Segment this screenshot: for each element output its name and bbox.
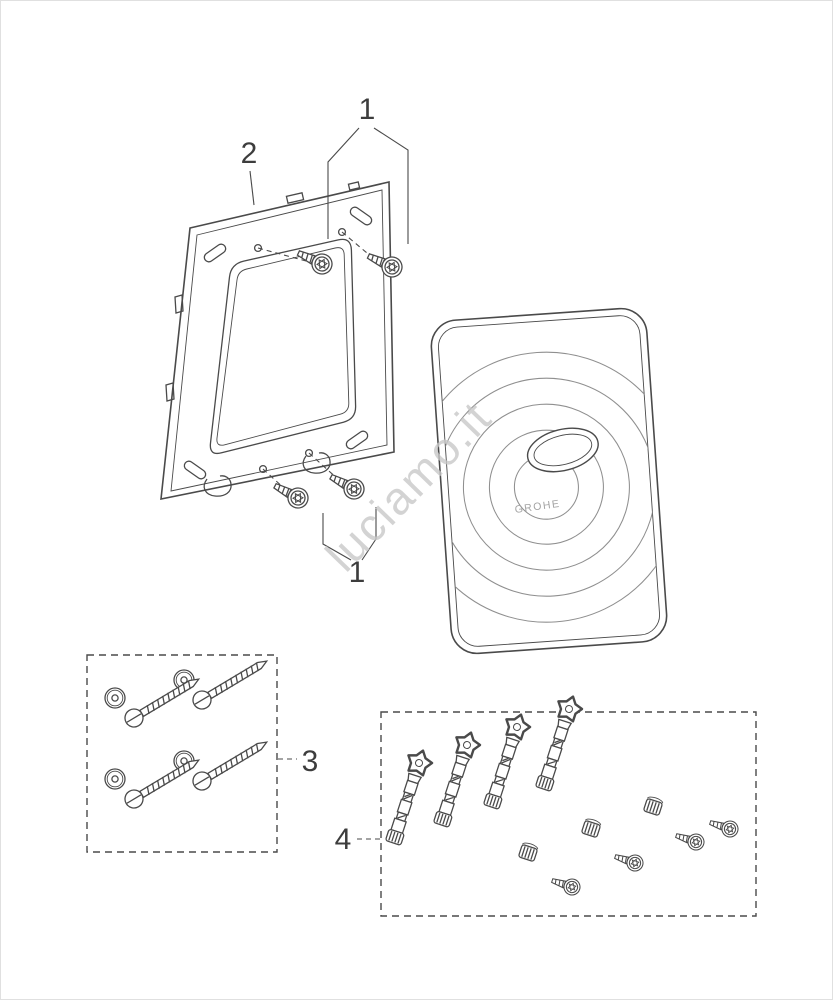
frame-screw-hole bbox=[337, 227, 347, 237]
parts-box-3-border bbox=[86, 654, 278, 853]
knurl-cap bbox=[642, 794, 665, 817]
callout-3-label: 3 bbox=[302, 745, 319, 778]
anchor-bolt bbox=[478, 709, 535, 812]
parts-box-3 bbox=[86, 652, 297, 853]
callout-1-top-label: 1 bbox=[359, 93, 376, 126]
frame-slot bbox=[203, 243, 227, 263]
frame-slot bbox=[349, 206, 373, 226]
flush-plate-inner-outline bbox=[437, 315, 661, 647]
frame-window-inner bbox=[216, 247, 350, 446]
spring-clip bbox=[302, 452, 331, 474]
spring-clip bbox=[203, 475, 232, 497]
frame-screw bbox=[269, 476, 313, 513]
long-screw bbox=[121, 670, 205, 731]
mounting-frame bbox=[160, 180, 395, 500]
callout-1-bottom-line bbox=[361, 507, 377, 561]
washer bbox=[104, 687, 126, 709]
callout-1-bottom-line bbox=[322, 513, 352, 561]
long-screw bbox=[189, 652, 273, 713]
parts-box-4 bbox=[357, 691, 757, 917]
small-screw bbox=[612, 848, 646, 874]
flush-plate: GROHE bbox=[430, 307, 668, 655]
frame-screw-hole bbox=[304, 448, 314, 458]
frame-screw-hole bbox=[258, 464, 268, 474]
callout-2-line bbox=[249, 170, 255, 206]
frame-inner-edge bbox=[170, 189, 388, 492]
frame-outer-edge bbox=[160, 180, 395, 500]
frame-tab bbox=[174, 294, 184, 314]
small-screw bbox=[707, 814, 741, 840]
knurl-cap bbox=[580, 816, 603, 839]
small-screw bbox=[673, 827, 707, 853]
frame-slot bbox=[345, 430, 369, 450]
frame-screw-hole bbox=[253, 243, 263, 253]
anchor-bolt bbox=[428, 727, 485, 830]
small-screw bbox=[549, 872, 583, 898]
flush-plate-outline bbox=[430, 307, 668, 655]
callout-1-top-line bbox=[327, 127, 360, 239]
frame-notch bbox=[285, 192, 305, 204]
knurl-cap bbox=[517, 840, 540, 863]
washer bbox=[104, 768, 126, 790]
callout-1-top-line bbox=[373, 127, 409, 244]
parts-box-4-border bbox=[380, 711, 757, 917]
frame-slot bbox=[183, 460, 207, 480]
anchor-bolt bbox=[380, 745, 437, 848]
callout-2-label: 2 bbox=[241, 137, 258, 170]
anchor-bolt bbox=[530, 691, 587, 794]
leader-lines-dashed bbox=[257, 231, 368, 491]
long-screw bbox=[121, 751, 205, 812]
callout-4-label: 4 bbox=[335, 823, 352, 856]
callout-1-bottom-label: 1 bbox=[349, 556, 366, 589]
long-screw bbox=[189, 733, 273, 794]
callout-lines bbox=[249, 127, 409, 561]
frame-window bbox=[209, 238, 357, 455]
plate-button[interactable] bbox=[523, 421, 603, 478]
frame-notch bbox=[347, 181, 361, 191]
frame-tab bbox=[165, 382, 175, 402]
